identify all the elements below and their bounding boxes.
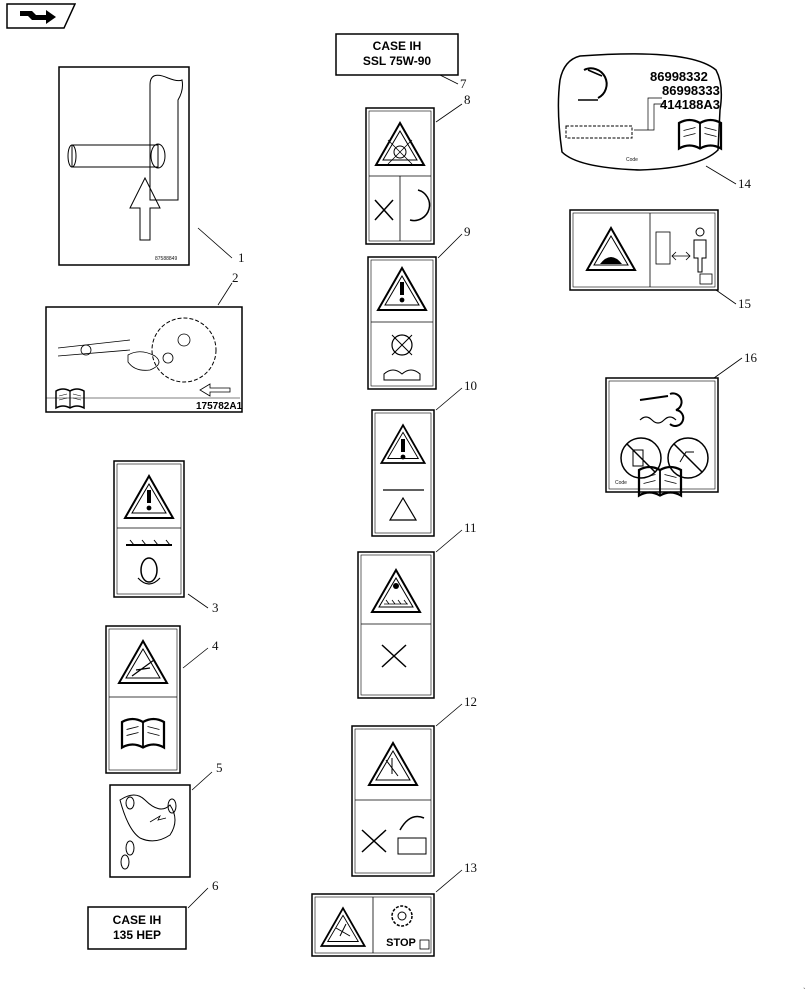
decal-14-pn1: 86998332 bbox=[650, 69, 708, 84]
callout-12: 12 bbox=[435, 694, 477, 727]
callout-6: 6 bbox=[187, 878, 219, 909]
decal-15 bbox=[569, 209, 719, 291]
decal-14-code-label: Code bbox=[626, 157, 638, 163]
decal-13-stop-text: STOP bbox=[386, 937, 416, 949]
decal-2: 175782A1 bbox=[45, 306, 243, 413]
callout-16-number: 16 bbox=[744, 350, 758, 365]
nav-forward-button[interactable] bbox=[6, 3, 77, 29]
callout-8: 8 bbox=[435, 92, 471, 123]
callout-15-number: 15 bbox=[738, 296, 751, 311]
decal-2-code: 175782A1 bbox=[196, 401, 243, 412]
decal-14-pn2: 86998333 bbox=[662, 83, 720, 98]
callout-11-number: 11 bbox=[464, 520, 477, 535]
corner-mark: ` bbox=[803, 987, 806, 996]
callout-4-number: 4 bbox=[212, 638, 219, 653]
callout-2: 2 bbox=[217, 270, 239, 306]
callout-13: 13 bbox=[435, 860, 477, 893]
callout-8-number: 8 bbox=[464, 92, 471, 107]
callout-5-number: 5 bbox=[216, 760, 223, 775]
decal-10 bbox=[371, 409, 435, 537]
decal-8 bbox=[365, 107, 435, 245]
decal-12 bbox=[351, 725, 435, 877]
callout-10: 10 bbox=[435, 378, 477, 411]
catalog-forward-arrow-icon bbox=[20, 10, 56, 24]
decal-1: 87588849 bbox=[58, 66, 190, 266]
decal-1-code: 87588849 bbox=[155, 256, 177, 262]
decal-3 bbox=[113, 460, 185, 598]
callout-13-number: 13 bbox=[464, 860, 477, 875]
callout-5: 5 bbox=[191, 760, 223, 791]
decal-9 bbox=[367, 256, 437, 390]
decal-7-line2: SSL 75W-90 bbox=[363, 54, 432, 68]
callout-6-number: 6 bbox=[212, 878, 219, 893]
decal-6: CASE IH 135 HEP bbox=[87, 906, 187, 950]
callout-11: 11 bbox=[435, 520, 477, 553]
decal-14: 86998332 86998333 414188A3 Code bbox=[557, 53, 723, 171]
callout-1: 1 bbox=[197, 227, 245, 265]
decal-14-pn3: 414188A3 bbox=[660, 97, 720, 112]
decal-16: Code bbox=[605, 377, 719, 497]
callout-15: 15 bbox=[715, 289, 751, 311]
callout-4: 4 bbox=[182, 638, 219, 669]
callout-14: 14 bbox=[705, 165, 752, 191]
decal-7: CASE IH SSL 75W-90 bbox=[335, 33, 459, 76]
decal-7-line1: CASE IH bbox=[373, 39, 422, 53]
decal-6-line1: CASE IH bbox=[113, 913, 162, 927]
callout-3-number: 3 bbox=[212, 600, 219, 615]
callout-7-number: 7 bbox=[460, 76, 467, 91]
callout-9-number: 9 bbox=[464, 224, 471, 239]
callout-12-number: 12 bbox=[464, 694, 477, 709]
decal-6-line2: 135 HEP bbox=[113, 928, 161, 942]
decal-13: STOP bbox=[311, 893, 435, 957]
callout-3: 3 bbox=[187, 593, 219, 615]
callout-9: 9 bbox=[437, 224, 471, 259]
decal-16-code-label: Code bbox=[615, 480, 627, 486]
callout-10-number: 10 bbox=[464, 378, 477, 393]
callout-14-number: 14 bbox=[738, 176, 752, 191]
decal-5 bbox=[109, 784, 191, 878]
callout-1-number: 1 bbox=[238, 250, 245, 265]
decal-4 bbox=[105, 625, 181, 774]
callout-7: 7 bbox=[439, 74, 467, 91]
callout-16: 16 bbox=[713, 350, 758, 379]
decal-11 bbox=[357, 551, 435, 699]
callout-2-number: 2 bbox=[232, 270, 239, 285]
